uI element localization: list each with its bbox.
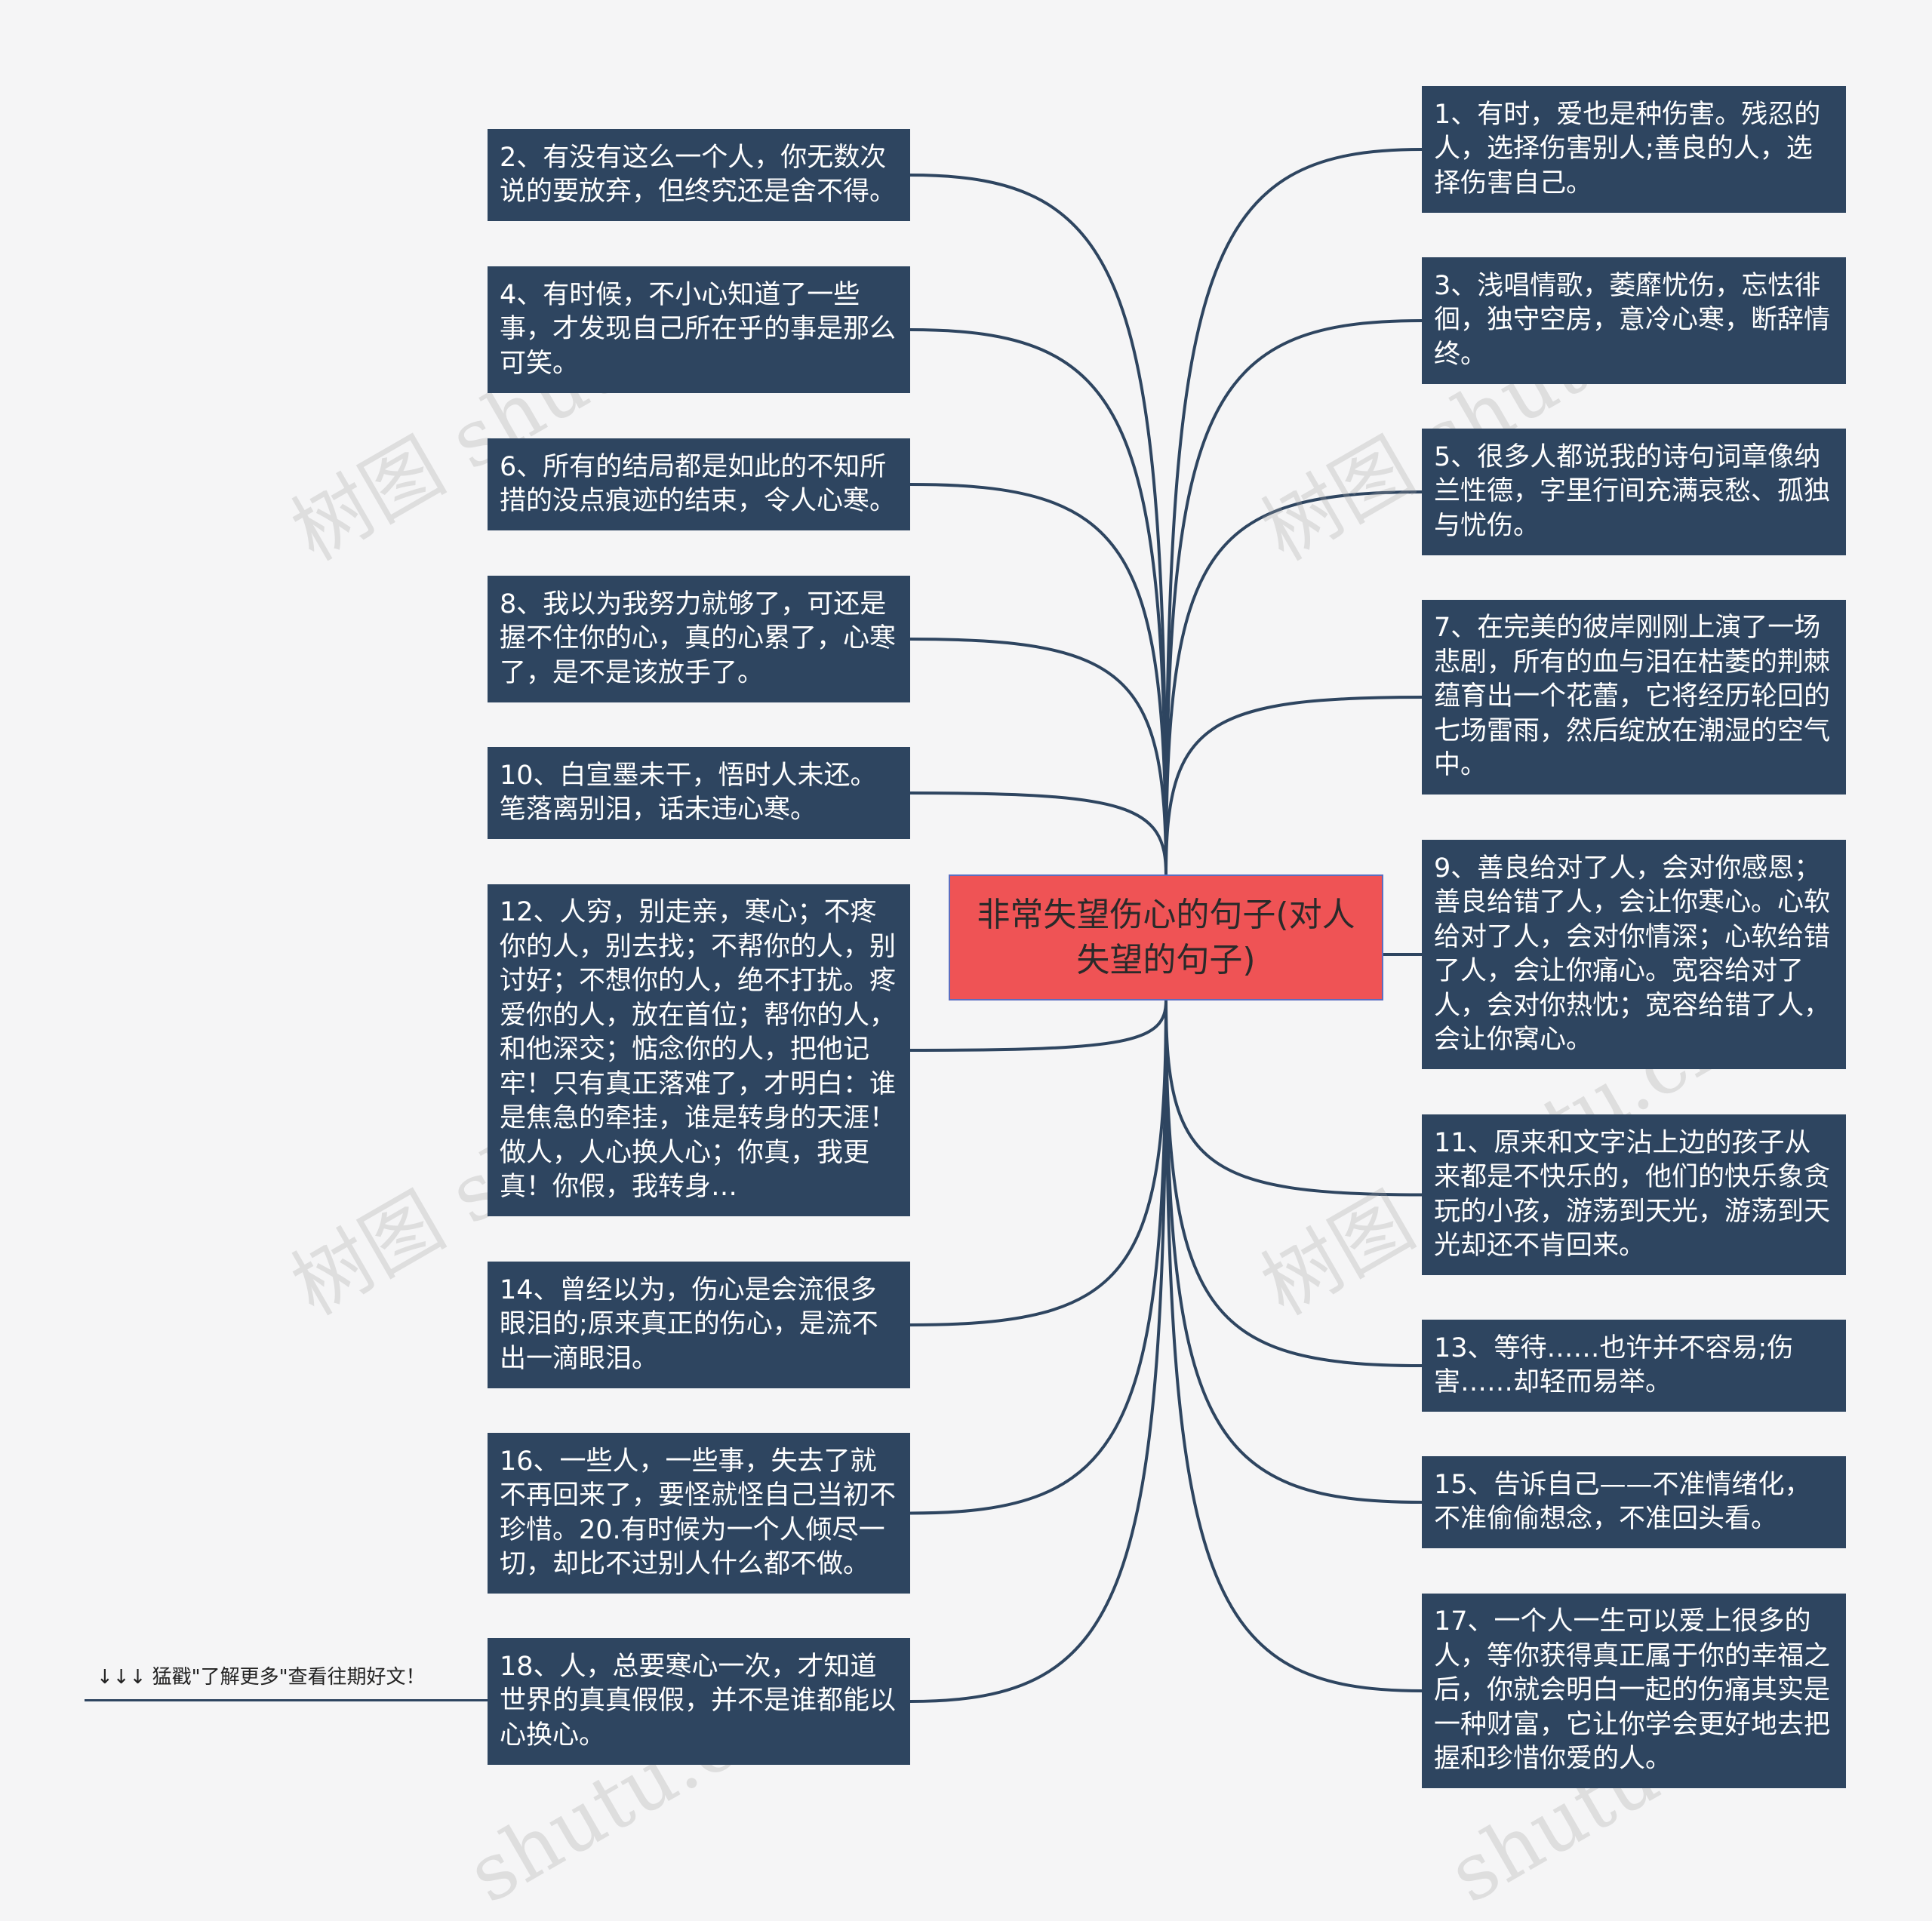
node-text: 16、一些人，一些事，失去了就不再回来了，要怪就怪自己当初不珍惜。20.有时候为…: [500, 1446, 897, 1580]
right-node-13[interactable]: 13、等待……也许并不容易;伤害……却轻而易举。: [1422, 1320, 1846, 1412]
connector-line: [1164, 319, 1423, 875]
connector-line: [1164, 696, 1423, 875]
node-text: 11、原来和文字沾上边的孩子从来都是不快乐的，他们的快乐象贪玩的小孩，游荡到天光…: [1434, 1127, 1831, 1262]
node-text: 3、浅唱情歌，萎靡忧伤，忘怯徘徊，独守空房，意冷心寒，断辞情终。: [1434, 270, 1831, 370]
right-node-9[interactable]: 9、善良给对了人，会对你感恩；善良给错了人，会让你寒心。心软给对了人，会对你情深…: [1422, 840, 1846, 1069]
node-text: 2、有没有这么一个人，你无数次说的要放弃，但终究还是舍不得。: [500, 142, 897, 207]
node-text: 18、人，总要寒心一次，才知道世界的真真假假，并不是谁都能以心换心。: [500, 1651, 897, 1750]
left-node-2[interactable]: 2、有没有这么一个人，你无数次说的要放弃，但终究还是舍不得。: [488, 129, 910, 221]
node-text: 7、在完美的彼岸刚刚上演了一场悲剧，所有的血与泪在枯萎的荆棘蕴育出一个花蕾，它将…: [1434, 613, 1831, 781]
right-node-3[interactable]: 3、浅唱情歌，萎靡忧伤，忘怯徘徊，独守空房，意冷心寒，断辞情终。: [1422, 257, 1846, 384]
right-node-17[interactable]: 17、一个人一生可以爱上很多的人，等你获得真正属于你的幸福之后，你就会明白一起的…: [1422, 1594, 1846, 1788]
connector-line: [1164, 148, 1423, 875]
connector-line: [909, 1000, 1168, 1703]
node-text: 8、我以为我努力就够了，可还是握不住你的心，真的心累了，心寒了，是不是该放手了。: [500, 589, 897, 688]
footer-connector: [85, 1699, 488, 1701]
node-text: 1、有时，爱也是种伤害。残忍的人，选择伤害别人;善良的人，选择伤害自己。: [1434, 99, 1821, 198]
connector-line: [1164, 490, 1423, 875]
connector-lines: [909, 148, 1423, 1703]
right-node-1[interactable]: 1、有时，爱也是种伤害。残忍的人，选择伤害别人;善良的人，选择伤害自己。: [1422, 86, 1846, 213]
central-topic-text: 非常失望伤心的句子(对人失望的句子): [977, 895, 1355, 979]
connector-line: [909, 1000, 1168, 1052]
connector-line: [909, 791, 1168, 875]
node-text: 12、人穷，别走亲，寒心；不疼你的人，别去找；不帮你的人，别讨好；不想你的人，绝…: [500, 897, 897, 1203]
node-text: 13、等待……也许并不容易;伤害……却轻而易举。: [1434, 1332, 1794, 1398]
left-node-6[interactable]: 6、所有的结局都是如此的不知所措的没点痕迹的结束，令人心寒。: [488, 438, 910, 530]
node-text: 6、所有的结局都是如此的不知所措的没点痕迹的结束，令人心寒。: [500, 451, 897, 517]
connector-line: [1164, 1000, 1423, 1504]
left-node-8[interactable]: 8、我以为我努力就够了，可还是握不住你的心，真的心累了，心寒了，是不是该放手了。: [488, 576, 910, 702]
connector-line: [909, 483, 1168, 875]
connector-line: [1164, 1000, 1423, 1692]
connector-line: [909, 638, 1168, 875]
more-link[interactable]: ↓↓↓ 猛戳"了解更多"查看往期好文！: [97, 1666, 426, 1689]
connector-line: [1164, 1000, 1423, 1197]
central-topic[interactable]: 非常失望伤心的句子(对人失望的句子): [949, 874, 1383, 1000]
mind-map: 树图 shutu.cn 树图 shutu.cn 树图 shutu.cn 树图 s…: [85, 86, 1846, 1921]
node-text: 14、曾经以为，伤心是会流很多眼泪的;原来真正的伤心，是流不出一滴眼泪。: [500, 1274, 878, 1374]
node-text: 4、有时候，不小心知道了一些事，才发现自己所在乎的事是那么可笑。: [500, 279, 897, 379]
left-node-14[interactable]: 14、曾经以为，伤心是会流很多眼泪的;原来真正的伤心，是流不出一滴眼泪。: [488, 1262, 910, 1388]
left-node-4[interactable]: 4、有时候，不小心知道了一些事，才发现自己所在乎的事是那么可笑。: [488, 266, 910, 393]
connector-line: [909, 1000, 1168, 1326]
node-text: 5、很多人都说我的诗句词章像纳兰性德，字里行间充满哀愁、孤独与忧伤。: [1434, 441, 1831, 541]
right-node-11[interactable]: 11、原来和文字沾上边的孩子从来都是不快乐的，他们的快乐象贪玩的小孩，游荡到天光…: [1422, 1114, 1846, 1275]
left-node-18[interactable]: 18、人，总要寒心一次，才知道世界的真真假假，并不是谁都能以心换心。: [488, 1638, 910, 1765]
node-text: 17、一个人一生可以爱上很多的人，等你获得真正属于你的幸福之后，你就会明白一起的…: [1434, 1606, 1831, 1775]
node-text: 9、善良给对了人，会对你感恩；善良给错了人，会让你寒心。心软给对了人，会对你情深…: [1434, 853, 1831, 1056]
left-node-16[interactable]: 16、一些人，一些事，失去了就不再回来了，要怪就怪自己当初不珍惜。20.有时候为…: [488, 1433, 910, 1594]
left-node-12[interactable]: 12、人穷，别走亲，寒心；不疼你的人，别去找；不帮你的人，别讨好；不想你的人，绝…: [488, 884, 910, 1216]
right-node-5[interactable]: 5、很多人都说我的诗句词章像纳兰性德，字里行间充满哀愁、孤独与忧伤。: [1422, 429, 1846, 555]
node-text: 15、告诉自己——不准情绪化，不准偷偷想念，不准回头看。: [1434, 1469, 1811, 1535]
connector-line: [1164, 1000, 1423, 1367]
left-node-10[interactable]: 10、白宣墨未干，悟时人未还。笔落离别泪，话未违心寒。: [488, 747, 910, 839]
node-text: 10、白宣墨未干，悟时人未还。笔落离别泪，话未违心寒。: [500, 760, 877, 825]
right-node-15[interactable]: 15、告诉自己——不准情绪化，不准偷偷想念，不准回头看。: [1422, 1456, 1846, 1548]
connector-line: [909, 328, 1168, 875]
right-node-7[interactable]: 7、在完美的彼岸刚刚上演了一场悲剧，所有的血与泪在枯萎的荆棘蕴育出一个花蕾，它将…: [1422, 600, 1846, 795]
connector-line: [909, 174, 1168, 875]
